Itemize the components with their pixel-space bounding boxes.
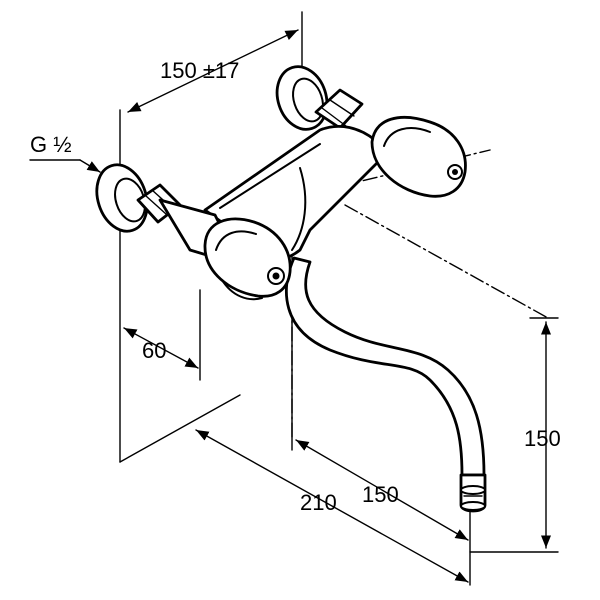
thread-size-label: G ½ — [30, 132, 72, 157]
center-distance-label: 150 ±17 — [160, 58, 239, 83]
wall-depth-label: 60 — [142, 338, 166, 363]
spout-reach-label: 150 — [362, 482, 399, 507]
dimension-lines — [29, 29, 552, 583]
total-reach-label: 210 — [300, 490, 337, 515]
dimension-labels: 150 ±17 G ½ 60 210 150 150 — [30, 58, 561, 515]
spout-height-label: 150 — [524, 426, 561, 451]
faucet-body — [95, 65, 487, 513]
